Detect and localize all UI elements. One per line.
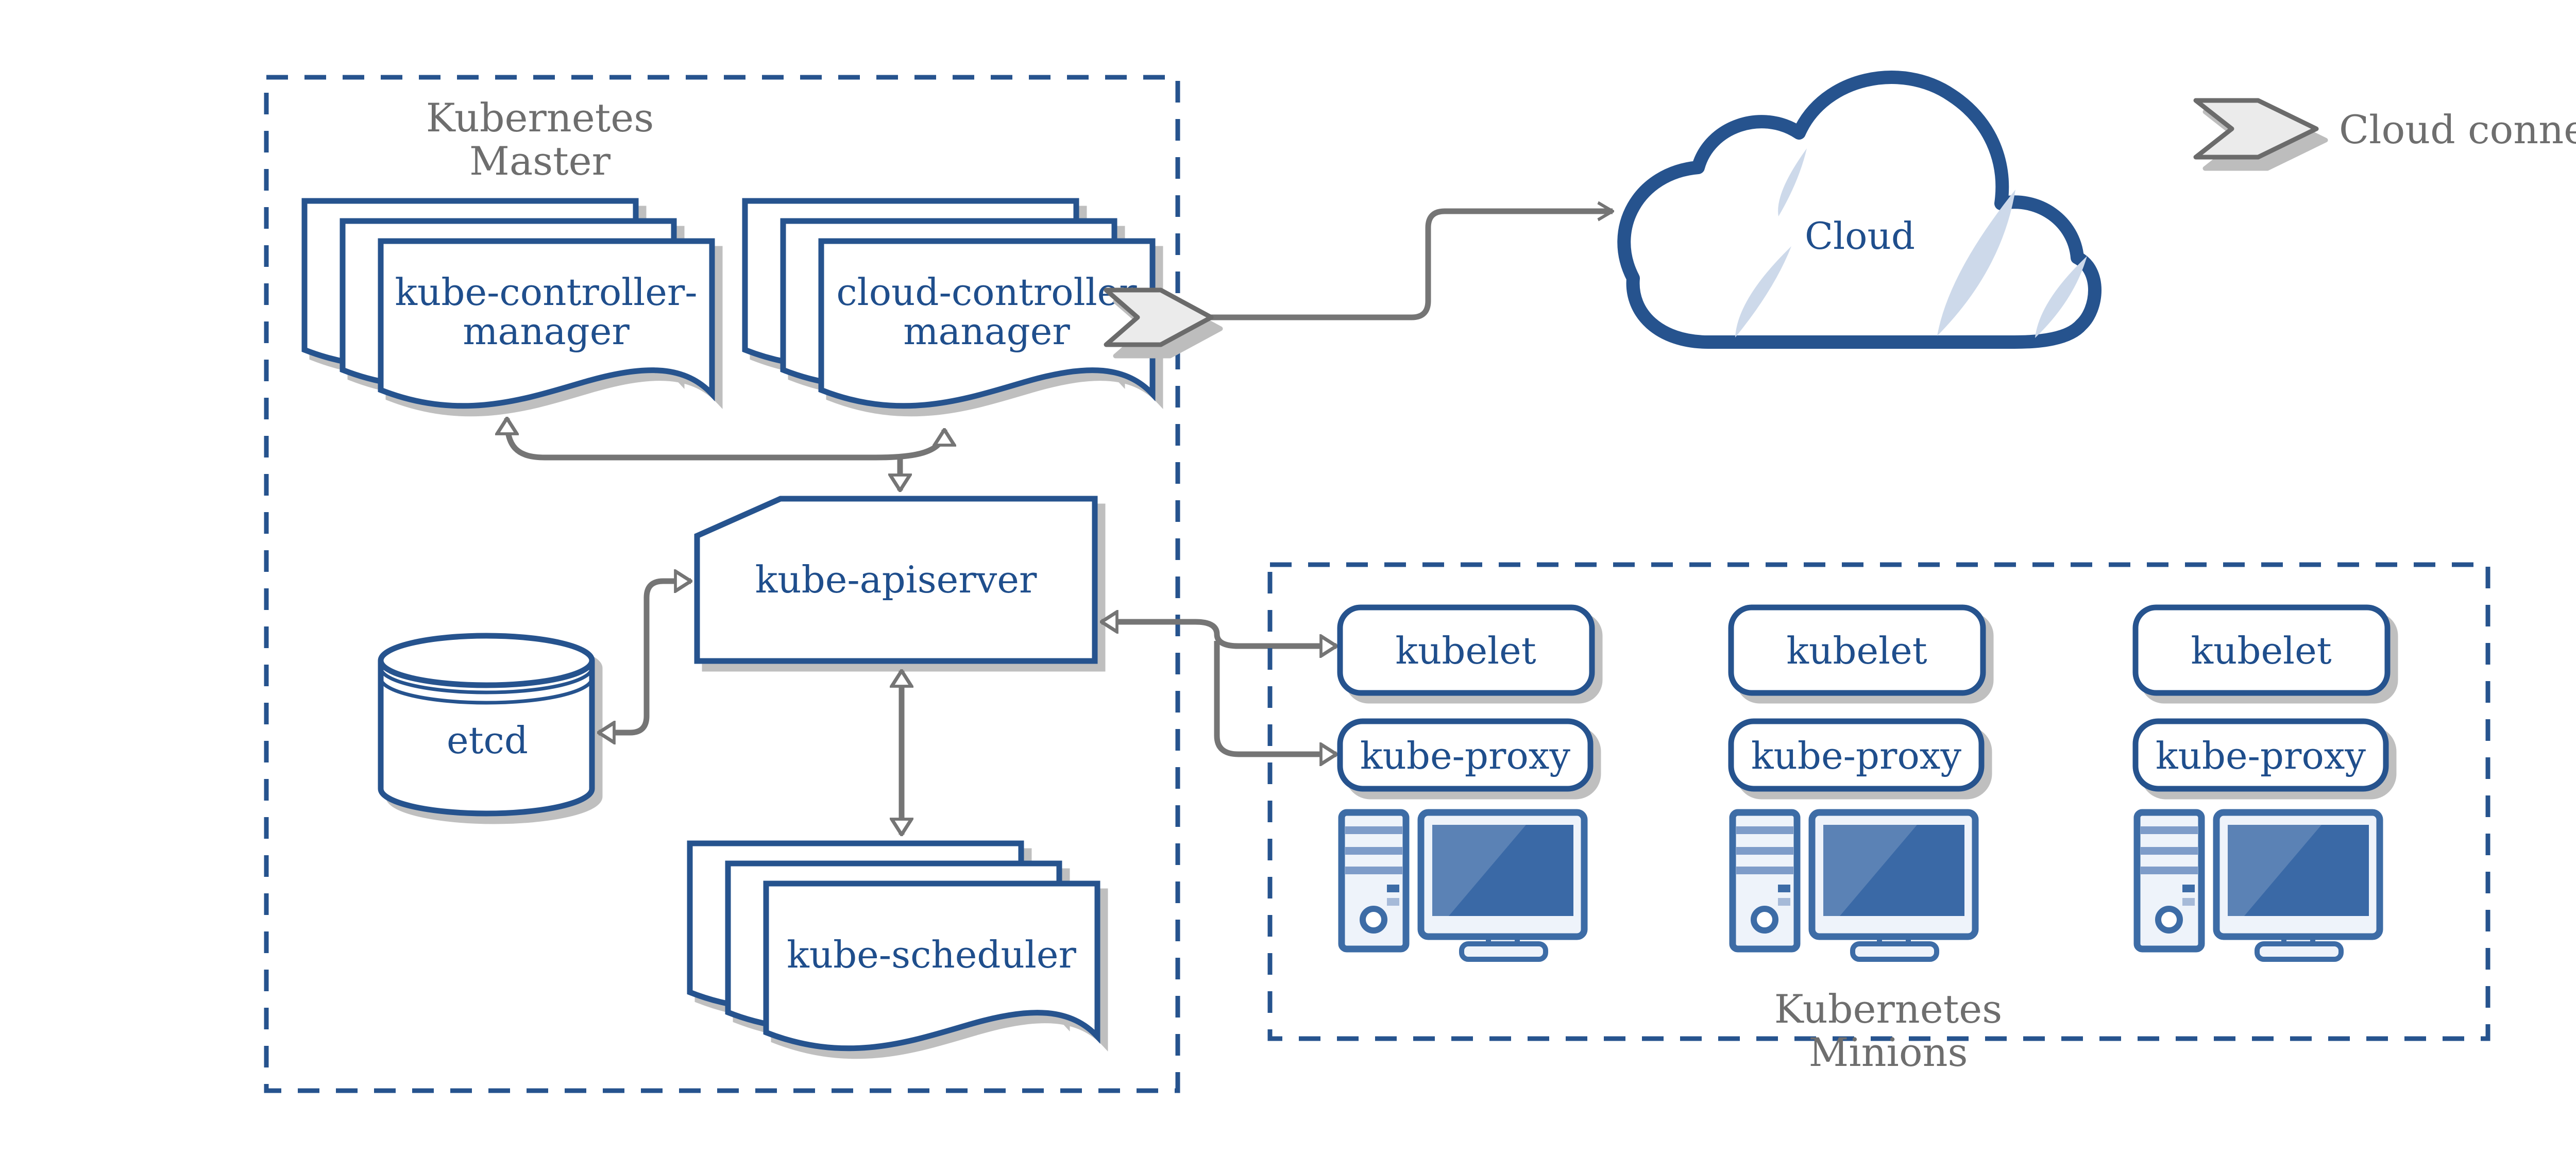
master-dashed-border (264, 75, 1180, 1093)
cloud-label: Cloud (1805, 214, 1915, 258)
cloud-shape (1617, 71, 2102, 349)
kube-scheduler-label: kube-scheduler (787, 933, 1076, 976)
kubelet-label: kubelet (1786, 629, 1927, 672)
kubelet-box (2132, 604, 2391, 696)
minions-dashed-border (1267, 562, 2490, 1041)
kube-proxy-label: kube-proxy (1751, 734, 1961, 777)
kubelet-label: kubelet (2191, 629, 2331, 672)
arrow-cloud-controller-manager-apiserver (875, 430, 944, 461)
cloud-controller-manager-label-line2: manager (903, 310, 1070, 353)
kube-proxy-box (1728, 718, 1985, 792)
cloud-node: Cloud (1617, 71, 2102, 349)
etcd-cylinder-top (378, 633, 595, 688)
legend: Cloud connector (2193, 98, 2576, 160)
cloud-accent-swoosh (2035, 256, 2087, 338)
computer-icon (2137, 812, 2380, 959)
kube-proxy-label: kube-proxy (1360, 734, 1570, 777)
kube-controller-manager-label-line2: manager (463, 310, 630, 353)
etcd-node: etcd (378, 633, 595, 817)
kubelet-box (1337, 604, 1595, 696)
kube-controller-manager-label-line1: kube-controller- (395, 270, 697, 314)
cloud-connector-chevron-icon (1104, 287, 1214, 347)
kube-proxy-label: kube-proxy (2156, 734, 2366, 777)
arrow-controller-manager-apiserver (507, 418, 876, 461)
legend-label: Cloud connector (2339, 107, 2576, 152)
master-title-line1: Kubernetes (426, 95, 654, 141)
minion-column: kubelet kube-proxy (1728, 604, 1986, 959)
etcd-label: etcd (447, 719, 528, 762)
kubernetes-minions-section: kubelet kube-proxy kubelet kube-proxy ku… (1267, 562, 2490, 1075)
minion-column: kubelet kube-proxy (2132, 604, 2391, 959)
cloud-controller-manager-node: cloud-controller manager (745, 201, 1153, 406)
kube-apiserver-node: kube-apiserver (694, 496, 1098, 664)
legend-cloud-connector-chevron-icon (2193, 98, 2319, 160)
cloud-accent-swoosh (1778, 148, 1807, 216)
master-title-line2: Master (469, 138, 611, 184)
etcd-cylinder-ring (379, 677, 594, 705)
etcd-cylinder-ring (379, 667, 594, 694)
minion-column: kubelet kube-proxy (1337, 604, 1595, 959)
arrow-apiserver-kubelet (1101, 622, 1336, 646)
kube-proxy-box (2132, 718, 2389, 792)
kube-proxy-box (1337, 718, 1594, 792)
apiserver-shape (694, 496, 1098, 664)
kube-scheduler-node: kube-scheduler (690, 843, 1097, 1048)
minions-title-line1: Kubernetes (1774, 986, 2002, 1032)
cloud-controller-manager-label-line1: cloud-controller (836, 270, 1137, 314)
cloud-accent-swoosh (1735, 246, 1791, 337)
arrow-ccm-to-cloud (1208, 211, 1613, 320)
cloud-accent-swoosh (1937, 190, 2015, 336)
kubelet-box (1728, 604, 1986, 696)
minions-title-line2: Minions (1808, 1029, 1968, 1075)
kubernetes-master-section: Kubernetes Master kube-controller- manag… (264, 75, 1180, 1093)
connectors (507, 211, 1613, 835)
arrow-etcd-apiserver (599, 581, 691, 733)
kubelet-label: kubelet (1395, 629, 1536, 672)
arrow-apiserver-kube-proxy (1214, 641, 1336, 754)
computer-icon (1342, 812, 1584, 959)
kube-apiserver-label: kube-apiserver (755, 558, 1037, 601)
kube-controller-manager-node: kube-controller- manager (304, 201, 712, 406)
computer-icon (1733, 812, 1975, 959)
